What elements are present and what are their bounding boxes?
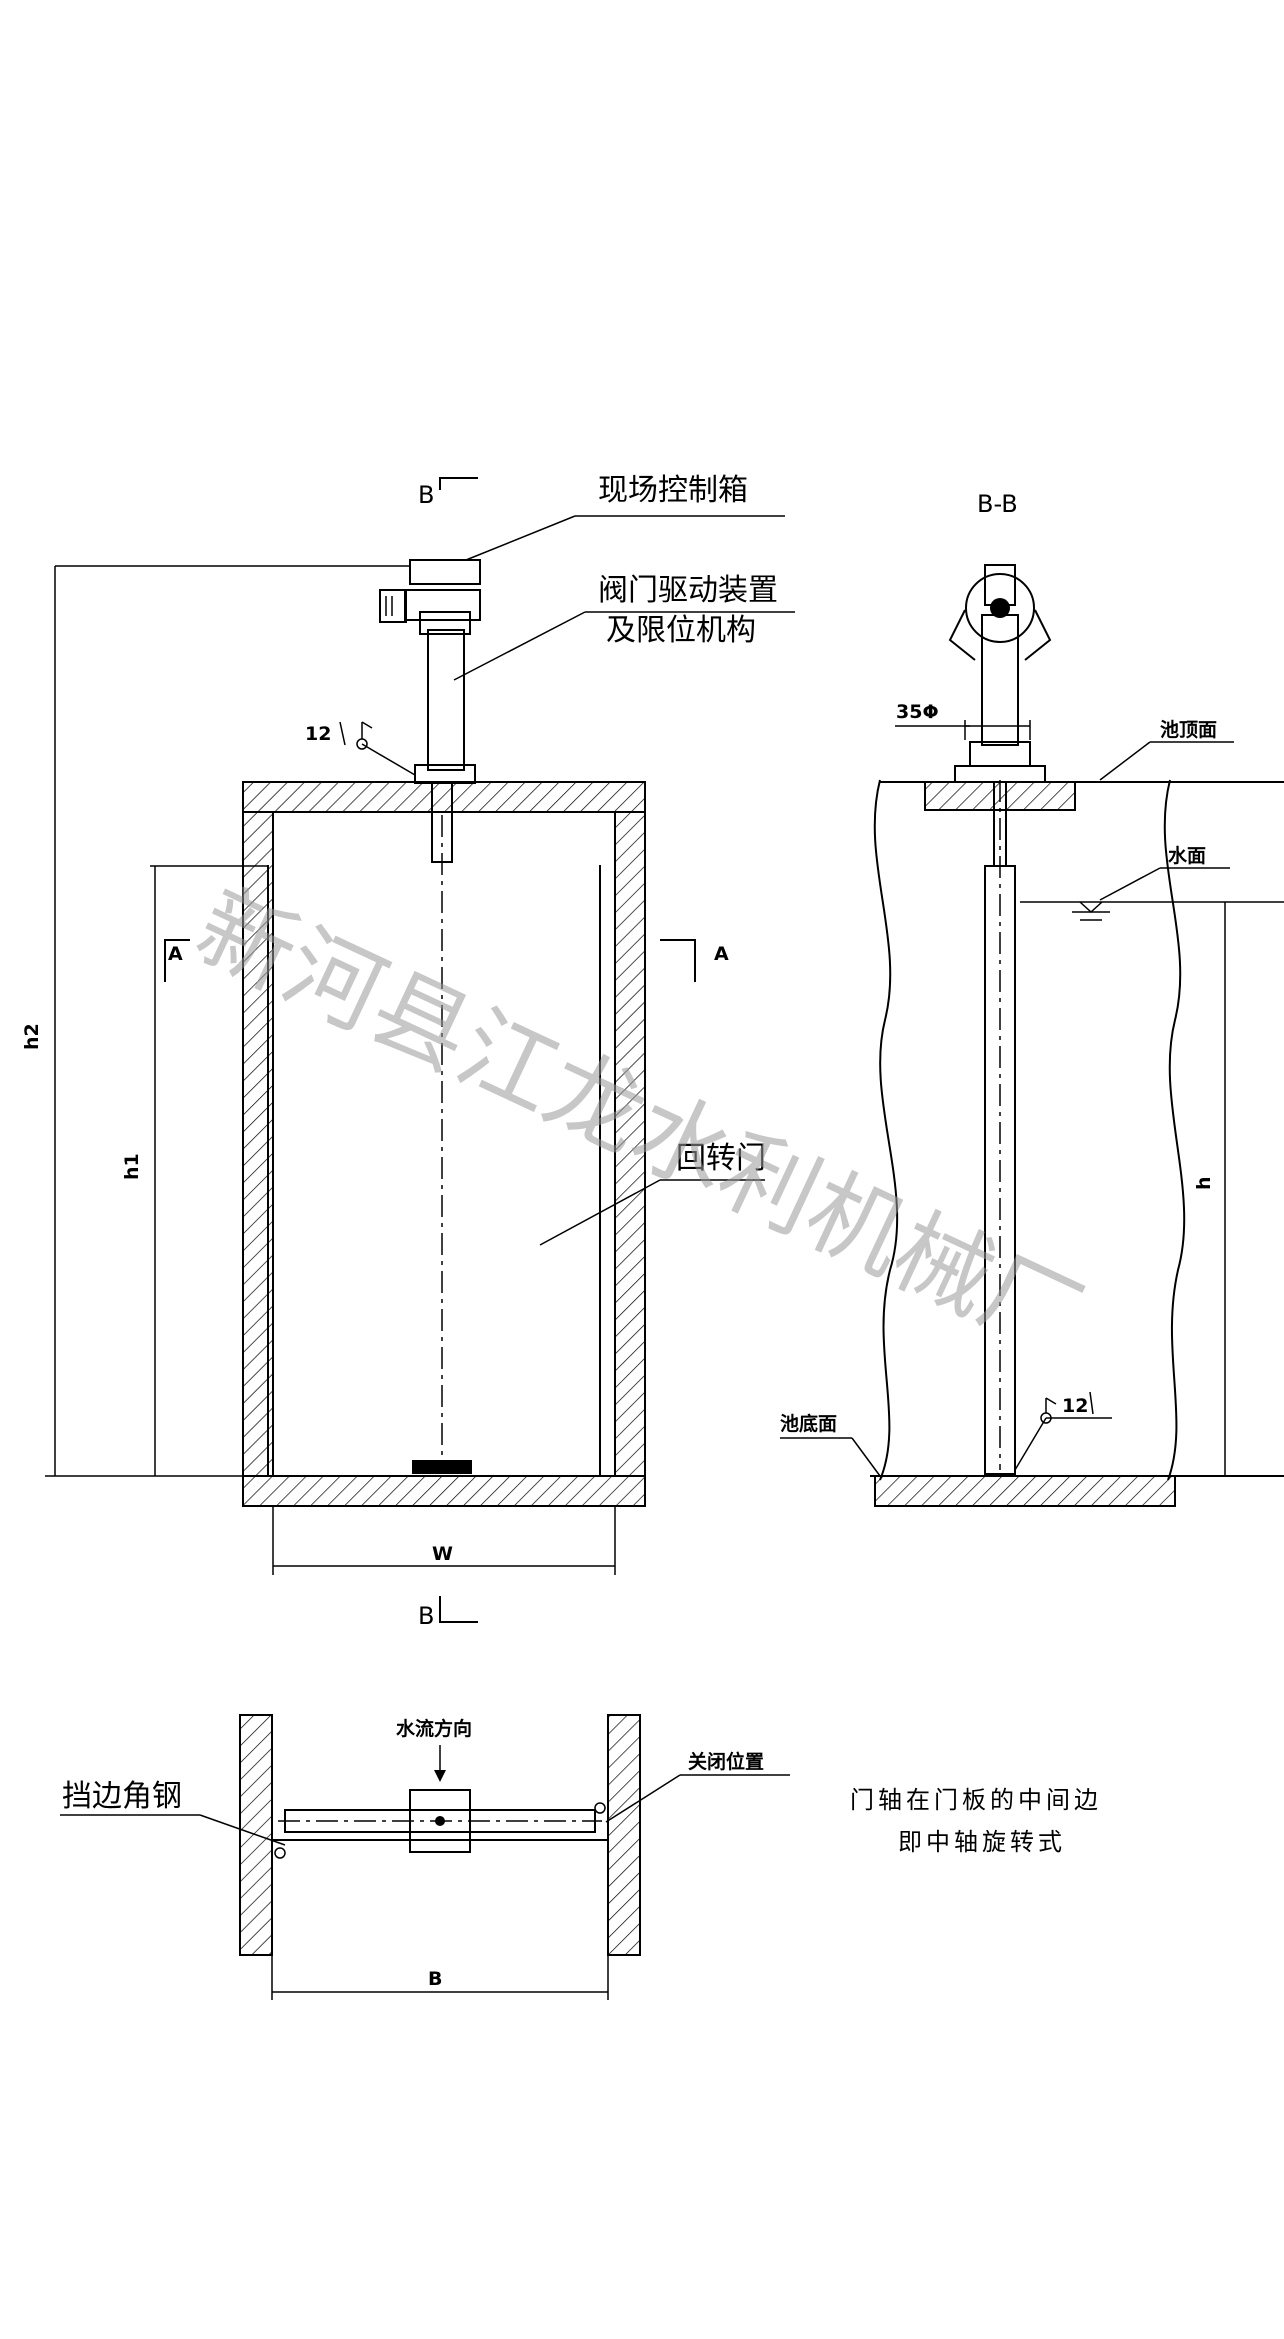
label-water-surface: 水面 xyxy=(1168,845,1206,867)
dim-w: W xyxy=(432,1543,453,1565)
section-bb: B-B 35Φ 池顶面 xyxy=(780,490,1284,1507)
dim-h1: h1 xyxy=(121,1153,143,1180)
label-closed-position: 关闭位置 xyxy=(688,1750,764,1773)
dim-35: 35Φ xyxy=(896,701,939,723)
front-view: 现场控制箱 阀门驱动装置 及限位机构 回转门 B B A A 12 h2 h1 xyxy=(21,473,795,1630)
label-drive-line2: 及限位机构 xyxy=(606,613,756,648)
elev-top: 12 xyxy=(305,723,331,745)
label-control-box: 现场控制箱 xyxy=(598,473,748,508)
dim-b: B xyxy=(428,1968,442,1990)
drive-unit xyxy=(379,559,481,784)
section-a-left: A xyxy=(168,943,183,965)
gate-shaft xyxy=(400,781,488,1477)
label-pool-bottom: 池底面 xyxy=(780,1412,837,1435)
label-drive-line1: 阀门驱动装置 xyxy=(598,573,778,608)
section-mark-top: B xyxy=(418,481,434,509)
label-pool-top: 池顶面 xyxy=(1160,718,1217,741)
section-mark-bottom: B xyxy=(418,1602,434,1630)
design-note: 门轴在门板的中间边 即中轴旋转式 xyxy=(850,1786,1102,1856)
label-flow-direction: 水流方向 xyxy=(396,1717,472,1740)
channel-walls xyxy=(242,781,646,1507)
label-rotary-gate: 回转门 xyxy=(676,1141,766,1176)
section-a-right: A xyxy=(714,943,729,965)
label-stop-angle-steel: 挡边角钢 xyxy=(62,1779,182,1814)
elev-bottom: 12 xyxy=(1062,1395,1088,1417)
dim-h2: h2 xyxy=(21,1023,43,1050)
note-line2: 即中轴旋转式 xyxy=(898,1828,1066,1856)
section-title: B-B xyxy=(977,490,1018,518)
note-line1: 门轴在门板的中间边 xyxy=(850,1786,1102,1814)
dim-h: h xyxy=(1193,1176,1215,1190)
plan-view: 水流方向 关闭位置 挡边角钢 B xyxy=(60,1714,790,2000)
